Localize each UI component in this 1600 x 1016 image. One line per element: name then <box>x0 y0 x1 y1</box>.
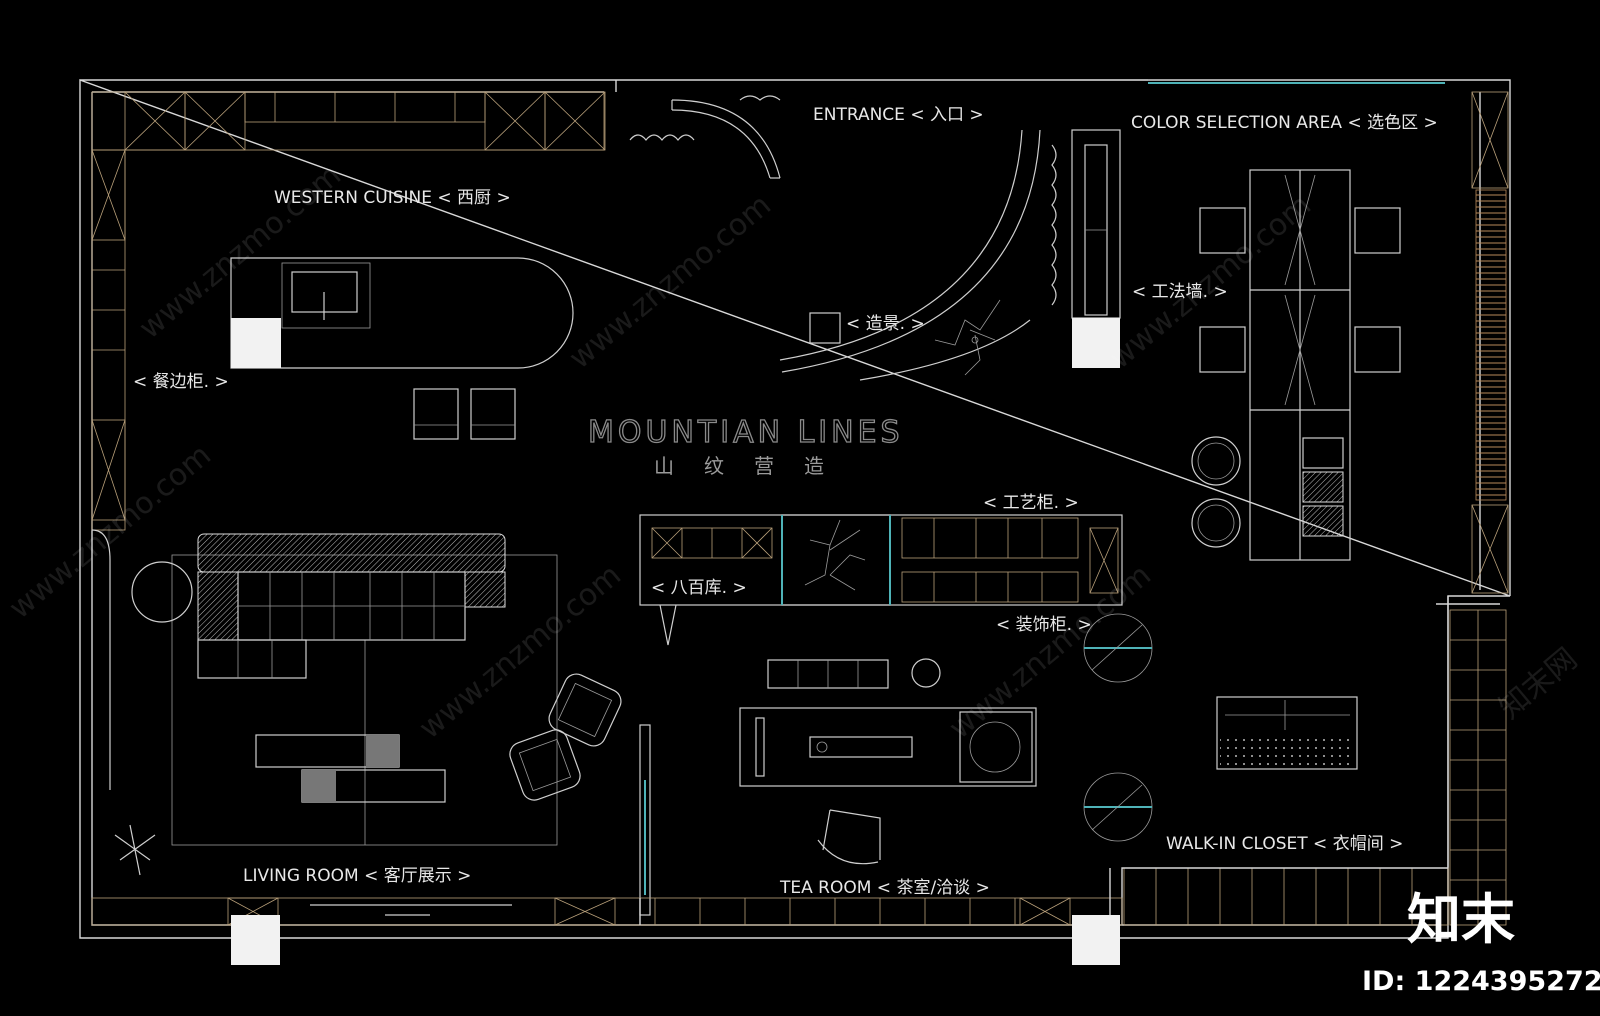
closet-doors <box>1083 613 1358 842</box>
label-landscape: < 造景. > <box>846 314 925 334</box>
closet-shelving <box>1121 609 1507 926</box>
color-selection-table <box>1191 169 1401 561</box>
lounge-chairs <box>509 673 622 801</box>
label-craft-cabinet: < 工艺柜. > <box>983 493 1079 513</box>
label-entrance: ENTRANCE < 入口 > <box>813 105 984 125</box>
bar-stools <box>413 388 516 440</box>
watermark-site-2: www.znzmo.com <box>563 188 778 377</box>
watermark-site-4: www.znzmo.com <box>413 558 628 747</box>
top-cabinets <box>91 91 606 151</box>
living-sofa <box>131 533 558 846</box>
kitchen-island <box>230 257 574 369</box>
coffee-table <box>255 734 446 803</box>
watermark-site-1: www.znzmo.com <box>133 158 348 347</box>
brand-subtitle: 山纹营造 <box>654 454 854 478</box>
label-living-room: LIVING ROOM < 客厅展示 > <box>243 866 471 886</box>
curved-wall <box>779 129 1041 381</box>
watermark-logo: 知末 <box>1407 888 1515 951</box>
label-walk-in-closet: WALK-IN CLOSET < 衣帽间 > <box>1166 834 1403 854</box>
label-decor-cabinet: < 装饰柜. > <box>996 615 1092 635</box>
watermark: www.znzmo.com www.znzmo.com www.znzmo.co… <box>3 158 1584 747</box>
entrance-door <box>629 95 781 179</box>
central-cabinets <box>639 514 1123 646</box>
brand-name: MOUNTIAN LINES <box>588 415 904 450</box>
right-wood-panel <box>1471 91 1509 594</box>
left-cabinets <box>91 149 126 790</box>
label-storage: < 八百库. > <box>651 578 747 598</box>
tea-room-furniture <box>639 658 1037 916</box>
craft-wall <box>1051 129 1121 368</box>
label-dining-cabinet: < 餐边柜. > <box>133 372 229 392</box>
label-craft-wall: < 工法墙. > <box>1132 282 1228 302</box>
watermark-site-5: www.znzmo.com <box>943 558 1158 747</box>
columns <box>231 915 1120 965</box>
floor-lamp <box>114 824 156 876</box>
label-western-cuisine: WESTERN CUISINE < 西厨 > <box>274 188 511 208</box>
label-tea-room: TEA ROOM < 茶室/洽谈 > <box>779 878 990 898</box>
watermark-id: ID: 1224395272 <box>1362 966 1600 997</box>
label-color-selection: COLOR SELECTION AREA < 选色区 > <box>1131 113 1438 133</box>
